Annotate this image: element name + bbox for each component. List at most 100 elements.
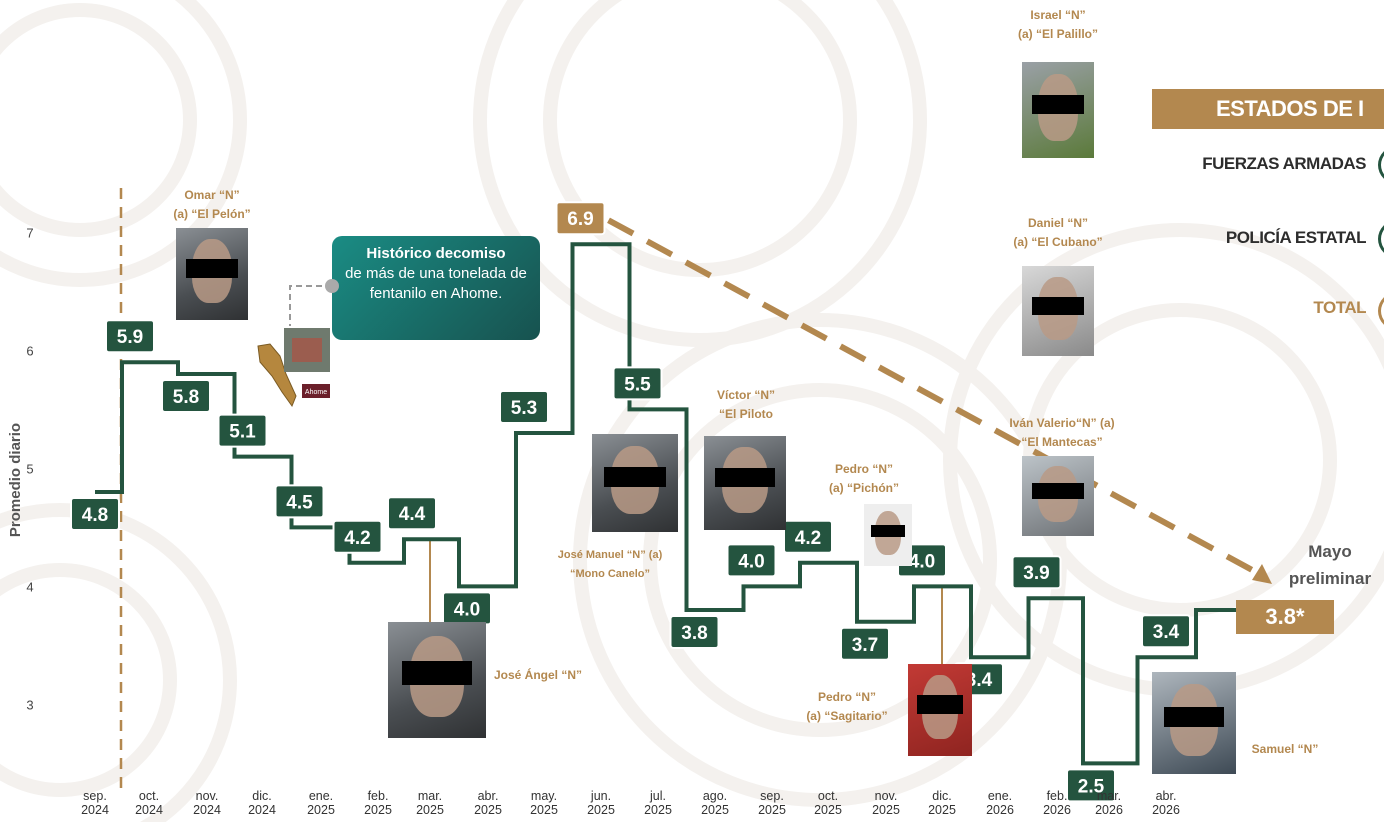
value-label-box: [105, 319, 155, 354]
x-tick-label: jun.: [590, 789, 611, 803]
x-tick-label: feb.: [368, 789, 389, 803]
x-tick-label: nov.: [196, 789, 219, 803]
value-label-box: [555, 201, 606, 236]
trend-arrow-head: [1252, 564, 1272, 584]
value-labels: 4.8 5.9 5.8 5.1 4.5 4.2 4.4 4.0 5.3 6.9 5.5 3.8 4.0 4…: [70, 201, 1191, 803]
value-label: 5.1: [217, 413, 268, 448]
value-label: 5.3: [499, 390, 549, 424]
value-label-text: 5.5: [624, 374, 651, 395]
value-label-box: [783, 519, 833, 554]
x-axis: sep.2024oct.2024nov.2024dic.2024ene.2025…: [81, 789, 1180, 817]
preliminary-caption: Mayo preliminar: [1288, 542, 1372, 588]
x-tick-label: ene.: [309, 789, 333, 803]
value-label-box: [217, 413, 268, 448]
value-label-text: 4.4: [399, 504, 426, 525]
label-jose-manuel: José Manuel “N” (a)“Mono Canelo”: [557, 549, 663, 580]
label-pedro-pichon: Pedro “N”(a) “Pichón”: [828, 462, 899, 495]
x-tick-year: 2025: [364, 803, 392, 817]
value-label-text: 3.4: [1153, 622, 1180, 643]
legend-title: ESTADOS DE I: [1152, 89, 1384, 129]
photo-jose-manuel: [592, 434, 678, 532]
photo-pedro-sagitario: [908, 664, 972, 756]
x-tick-label: oct.: [139, 789, 159, 803]
value-label-box: [70, 497, 120, 531]
y-tick-label: 6: [26, 343, 33, 358]
x-tick-year: 2025: [701, 803, 729, 817]
value-label-text: 3.9: [1023, 563, 1049, 584]
value-label: 4.0: [726, 543, 777, 578]
preliminary-value-badge: 3.8*: [1236, 600, 1334, 634]
x-tick-label: feb.: [1047, 789, 1068, 803]
x-tick-label: dic.: [252, 789, 271, 803]
value-label: 3.7: [840, 626, 890, 661]
x-tick-year: 2025: [587, 803, 615, 817]
x-tick-label: mar.: [418, 789, 442, 803]
value-label-text: 4.5: [286, 492, 313, 513]
value-label: 4.8: [70, 497, 120, 531]
x-tick-label: mar.: [1097, 789, 1121, 803]
x-tick-year: 2025: [307, 803, 335, 817]
series-line: [95, 242, 1298, 766]
value-label-text: 3.8: [681, 623, 707, 644]
x-tick-year: 2024: [248, 803, 276, 817]
photo-jose-angel: [388, 622, 486, 738]
value-label-box: [332, 519, 383, 554]
value-label-box: [274, 484, 325, 519]
x-tick-year: 2025: [416, 803, 444, 817]
label-omar: Omar “N”(a) “El Pelón”: [173, 188, 251, 221]
value-label-box: [499, 390, 549, 424]
map-label: Ahome: [305, 389, 327, 396]
value-label-box: [1066, 768, 1116, 803]
legend-policia-estatal: POLICÍA ESTATAL: [1225, 228, 1367, 247]
value-label: 5.9: [105, 319, 155, 354]
x-tick-year: 2026: [1043, 803, 1071, 817]
y-tick-label: 4: [26, 579, 33, 594]
photo-israel: [1022, 62, 1094, 158]
value-label-text: 4.8: [82, 505, 108, 526]
x-tick-year: 2025: [928, 803, 956, 817]
ahome-map-image: Ahome: [257, 328, 330, 408]
value-label: 4.5: [274, 484, 325, 519]
x-tick-label: ago.: [703, 789, 727, 803]
value-label-text: 4.0: [909, 551, 935, 572]
value-label: 3.9: [1011, 555, 1062, 590]
value-label-box: [1141, 614, 1191, 649]
x-tick-year: 2026: [986, 803, 1014, 817]
photo-connectors: [429, 539, 943, 664]
value-label-box: [669, 615, 720, 649]
photo-ivan: [1022, 456, 1094, 536]
x-tick-year: 2024: [81, 803, 109, 817]
value-label-text: 5.8: [173, 387, 199, 408]
y-tick-label: 5: [26, 461, 33, 476]
value-label-text: 6.9: [567, 209, 593, 230]
value-label: 3.8: [669, 615, 720, 649]
callout-text: de más de una tonelada de fentanilo en A…: [345, 265, 527, 302]
value-label-text: 2.5: [1078, 776, 1105, 797]
fentanyl-seizure-callout: Histórico decomiso de más de una tonelad…: [332, 236, 540, 340]
label-daniel: Daniel “N”(a) “El Cubano”: [1013, 216, 1103, 249]
x-tick-year: 2026: [1095, 803, 1123, 817]
value-label: 4.4: [387, 496, 437, 531]
x-tick-label: dic.: [932, 789, 951, 803]
value-label-text: 4.0: [738, 551, 764, 572]
value-label-text: 4.0: [454, 599, 480, 620]
value-label-box: [840, 626, 890, 661]
legend-fuerzas-armadas: FUERZAS ARMADAS: [1202, 154, 1366, 173]
callout-title: Histórico decomiso: [366, 245, 506, 262]
photo-pedro-pichon: [864, 504, 912, 566]
label-samuel: Samuel “N”: [1251, 742, 1319, 756]
value-label-text: 4.2: [344, 528, 370, 549]
x-tick-label: may.: [531, 789, 557, 803]
callout-connector: [289, 279, 339, 326]
x-tick-year: 2024: [193, 803, 221, 817]
label-victor: Víctor “N”“El Piloto: [716, 388, 775, 421]
x-tick-year: 2024: [135, 803, 163, 817]
label-pedro-sagitario: Pedro “N”(a) “Sagitario”: [806, 690, 888, 723]
x-tick-label: nov.: [875, 789, 898, 803]
label-ivan: Iván Valerio“N” (a)“El Mantecas”: [1009, 416, 1115, 449]
value-label: 4.0: [442, 591, 492, 626]
x-tick-year: 2025: [758, 803, 786, 817]
x-tick-year: 2026: [1152, 803, 1180, 817]
